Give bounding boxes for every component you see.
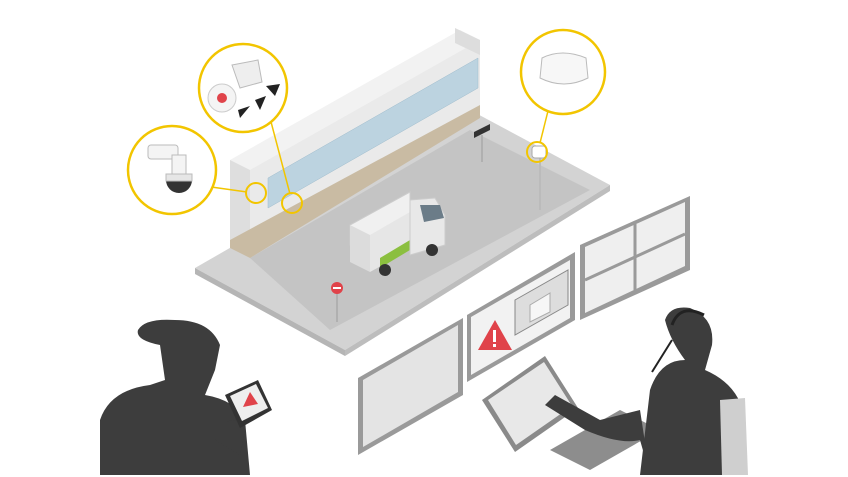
chair	[720, 398, 748, 475]
window-band	[267, 57, 479, 209]
operator-silhouette	[545, 307, 745, 475]
radar-callout	[519, 28, 607, 116]
siren-speaker-callout	[197, 42, 289, 134]
ptz-camera-icon	[147, 144, 193, 193]
siren-speaker-icon	[207, 59, 280, 118]
ground-edge	[195, 268, 345, 356]
guard-silhouette	[100, 319, 250, 475]
radar-sensor-icon	[539, 52, 589, 85]
monitor-wall	[358, 196, 690, 455]
street-sign	[474, 124, 490, 138]
smartphone	[225, 380, 272, 428]
base-band	[230, 105, 480, 258]
truck	[349, 191, 446, 276]
building	[230, 28, 480, 258]
headset-icon	[670, 309, 705, 326]
ground-edge-right	[345, 185, 610, 356]
warning-icon	[243, 392, 258, 407]
truck-stripe	[380, 240, 410, 268]
radar-device-small	[531, 145, 547, 159]
ptz-camera-callout	[126, 124, 218, 216]
